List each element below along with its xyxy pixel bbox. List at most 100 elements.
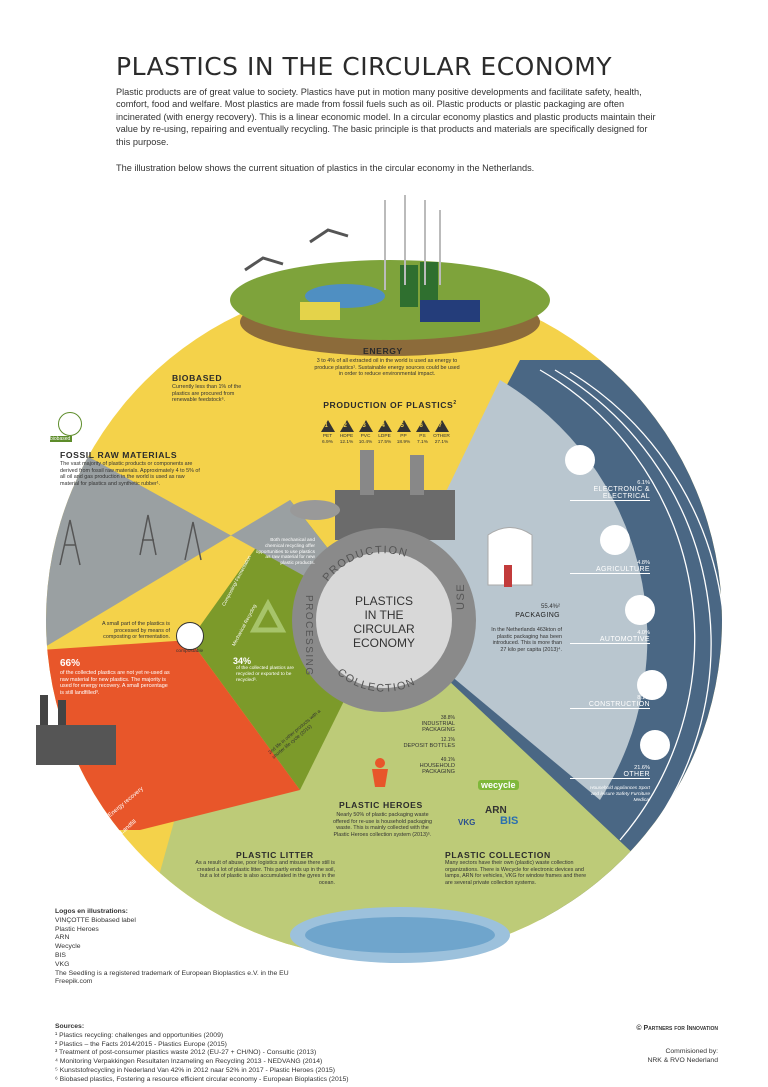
source-line: ⁵ Kunststofrecycling in Nederland Van 42…	[55, 1066, 336, 1074]
other-items: Household appliances Sport and leisure S…	[590, 786, 651, 803]
sources-footer: Sources: ¹ Plastics recycling: challenge…	[55, 1023, 475, 1085]
recycling-triangle-icon: 7	[434, 420, 449, 432]
incineration-plant-illustration	[36, 695, 116, 765]
recycling-triangle-icon: 4	[377, 420, 392, 432]
oil-rigs-illustration	[59, 514, 202, 566]
plastic-bag-illustration	[487, 527, 533, 587]
center-title: PLASTICS IN THE CIRCULAR ECONOMY	[334, 594, 434, 650]
commissioned-line-1: Commisioned by:	[665, 1048, 718, 1055]
mechanical-text: Both mechanical and chemical recycling o…	[255, 538, 315, 567]
logo-credit-line: Plastic Heroes	[55, 925, 99, 933]
biobased-text: Currently less than 1% of the plastics a…	[172, 384, 242, 404]
source-line: ² Plastics – the Facts 2014/2015 - Plast…	[55, 1040, 227, 1048]
logo-credit-line: The Seedling is a registered trademark o…	[55, 969, 289, 977]
center-line-1: PLASTICS	[354, 594, 414, 608]
landfill-percent: 66%	[60, 658, 81, 669]
sector-icons	[565, 445, 670, 760]
arn-logo: ARN	[485, 805, 507, 816]
recycling-triangle-icon: 2	[339, 420, 354, 432]
fossil-sector	[46, 430, 384, 650]
source-line: ¹ Plastics recycling: challenges and opp…	[55, 1031, 224, 1039]
heroes-title: PLASTIC HEROES	[339, 800, 423, 810]
center-line-3: CIRCULAR	[353, 622, 415, 636]
production-title: PRODUCTION OF PLASTICS2	[323, 400, 457, 410]
ocean-map-illustration	[290, 907, 510, 963]
ring-label-processing: PROCESSING	[303, 595, 314, 677]
use-sector-item: 4.0%AUTOMOTIVE	[570, 630, 650, 644]
landfill-sector	[46, 640, 300, 830]
plastic-collection-title: PLASTIC COLLECTION	[445, 850, 551, 860]
recycle-percent: 34%	[233, 656, 252, 666]
source-line: ³ Treatment of post-consumer plastics wa…	[55, 1049, 317, 1057]
recycling-triangle-icon: 1	[320, 420, 335, 432]
packaging-text: In the Netherlands 463kton of plastic pa…	[491, 627, 562, 653]
plastic-hero-figure	[372, 758, 388, 787]
commissioned-line-2: NRK & RVO Nederland	[647, 1056, 718, 1064]
heroes-text: Nearly 50% of plastic packaging waste of…	[332, 812, 433, 838]
intro-paragraph: Plastic products are of great value to s…	[116, 87, 656, 147]
recycling-triangle-icon: 6	[415, 420, 430, 432]
logo-credit-line: BIS	[55, 951, 66, 959]
litter-text: As a result of abuse, poor logistics and…	[195, 860, 335, 886]
packaging-sector	[384, 380, 648, 800]
use-rings	[539, 369, 726, 861]
landfill-text: of the collected plastics are not yet re…	[60, 670, 170, 696]
packaging-percent: 55.4%²	[540, 604, 560, 610]
biobased-title: BIOBASED	[172, 373, 223, 383]
source-line: ⁶ Biobased plastics, Fostering a resourc…	[55, 1075, 349, 1083]
compostable-label: compostable	[176, 649, 204, 654]
recycle-text: of the collected plastics are recycled o…	[236, 666, 294, 683]
vkg-logo: VKG	[458, 818, 476, 827]
fossil-text: The vast majority of plastic products or…	[60, 461, 200, 487]
logo-credit-line: Freepik.com	[55, 978, 93, 986]
biobased-logo-icon	[58, 412, 82, 436]
recycling-triangle-icon: 5	[396, 420, 411, 432]
sources-title: Sources:	[55, 1023, 85, 1030]
commissioned-by: Commisioned by: NRK & RVO Nederland	[590, 1048, 718, 1066]
center-disc	[316, 552, 452, 688]
page-title: PLASTICS IN THE CIRCULAR ECONOMY	[116, 52, 613, 81]
recycling-triangle-icon: 3	[358, 420, 373, 432]
wecycle-logo: wecycle	[478, 780, 519, 790]
energy-island-illustration	[230, 195, 550, 356]
center-line-2: IN THE	[364, 608, 404, 622]
use-sector-item: 4.8%AGRICULTURE	[570, 560, 650, 574]
use-sector-item: 6.1%ELECTRONIC & ELECTRICAL	[570, 480, 650, 501]
compost-text: A small part of the plastics is processe…	[101, 621, 170, 641]
logos-footer: Logos en illustrations: VINÇOTTE Biobase…	[55, 908, 415, 987]
logo-credit-line: Wecycle	[55, 943, 81, 951]
use-sector-item: 21.6%OTHER	[570, 765, 650, 779]
ring-label-use: USE	[455, 582, 467, 610]
logos-footer-title: Logos en illustrations:	[55, 908, 128, 915]
energy-title: ENERGY	[363, 346, 403, 356]
recycle-icon	[249, 598, 287, 633]
compostable-seedling-icon	[176, 622, 204, 650]
logo-credit-line: VINÇOTTE Biobased label	[55, 916, 136, 924]
litter-title: PLASTIC LITTER	[236, 850, 314, 860]
biobased-label: biobased	[50, 436, 72, 442]
logo-credit-line: VKG	[55, 960, 70, 968]
use-sector-item: 8.1%CONSTRUCTION	[570, 695, 650, 709]
energy-text: 3 to 4% of all extracted oil in the worl…	[314, 358, 460, 378]
collection-item: 38.8%INDUSTRIAL PACKAGING	[421, 715, 455, 733]
collection-item: 49.1%HOUSEHOLD PACKAGING	[419, 757, 455, 775]
collection-sector	[130, 620, 640, 958]
bis-logo: BIS	[500, 815, 519, 827]
source-line: ⁴ Monitoring Verpakkingen Resultaten Inz…	[55, 1058, 323, 1066]
partners-credit: © Partners for Innovation	[636, 1025, 718, 1032]
plastic-collection-text: Many sectors have their own (plastic) wa…	[445, 860, 587, 886]
collection-item: 12.1%DEPOSIT BOTTLES	[403, 737, 456, 749]
center-line-4: ECONOMY	[352, 636, 415, 650]
fossil-title: FOSSIL RAW MATERIALS	[60, 450, 178, 460]
packaging-label: PACKAGING	[515, 612, 560, 619]
logo-credit-line: ARN	[55, 934, 70, 942]
